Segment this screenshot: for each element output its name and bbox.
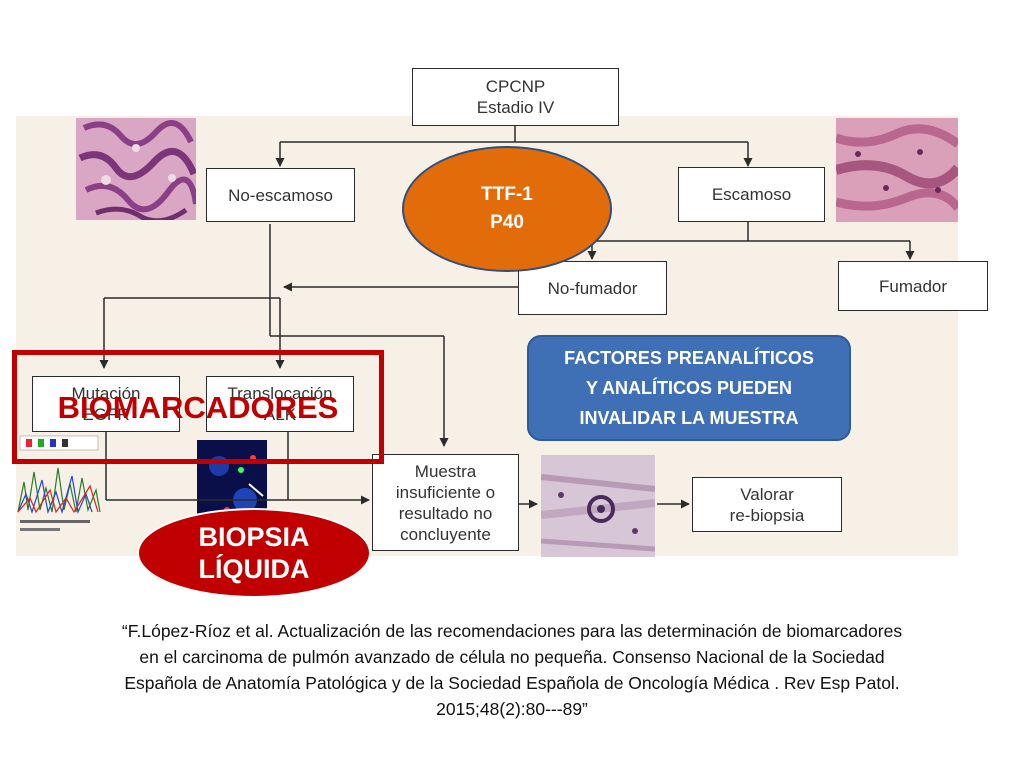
box-translocacion-line1: Translocación bbox=[227, 384, 333, 403]
box-no-fumador: No-fumador bbox=[518, 261, 667, 315]
box-muestra-line3: resultado no bbox=[398, 503, 493, 523]
box-no-fumador-label: No-fumador bbox=[547, 278, 638, 298]
warning-line1: FACTORES PREANALÍTICOS bbox=[564, 348, 814, 368]
warning-line3: INVALIDAR LA MUESTRA bbox=[579, 408, 799, 428]
box-fumador-label: Fumador bbox=[878, 276, 948, 296]
ttf1-label: TTF-1 bbox=[481, 184, 533, 205]
biomarkers-frame bbox=[12, 350, 384, 464]
box-cpcnp-line1: CPCNP bbox=[485, 77, 546, 96]
liquid-biopsy-line1: BIOPSIA bbox=[198, 522, 310, 552]
liquid-biopsy-line2: LÍQUIDA bbox=[198, 554, 310, 584]
sequencing-chromatogram bbox=[16, 432, 102, 542]
biomarkers-label: BIOMARCADORES bbox=[57, 390, 339, 425]
citation-line3: Española de Anatomía Patológica y de la … bbox=[124, 673, 900, 693]
box-muestra-line4: concluyente bbox=[400, 524, 491, 544]
box-muestra-line1: Muestra bbox=[414, 461, 477, 481]
box-fumador: Fumador bbox=[838, 261, 988, 311]
histology-image-cytology bbox=[541, 455, 655, 557]
box-muestra-line2: insuficiente o bbox=[395, 482, 496, 502]
warning-line2: Y ANALÍTICOS PUEDEN bbox=[585, 378, 793, 398]
box-mutacion-line1: Mutación bbox=[71, 384, 141, 403]
histology-image-adenocarcinoma bbox=[76, 118, 196, 220]
histology-image-squamous bbox=[836, 118, 958, 222]
box-no-escamoso-label: No-escamoso bbox=[228, 185, 333, 205]
box-cpcnp-line2: Estadio IV bbox=[476, 98, 555, 117]
box-translocacion-alk: Translocación ALK bbox=[206, 376, 354, 432]
box-no-escamoso: No-escamoso bbox=[206, 168, 355, 222]
p40-label: P40 bbox=[490, 212, 524, 233]
citation-line2: en el carcinoma de pulmón avanzado de cé… bbox=[139, 647, 885, 667]
box-escamoso-label: Escamoso bbox=[711, 185, 792, 204]
box-valorar-line1: Valorar bbox=[740, 484, 794, 504]
preanalytical-warning-box: FACTORES PREANALÍTICOS Y ANALÍTICOS PUED… bbox=[527, 335, 851, 441]
citation: “F.López-Ríoz et al. Actualización de la… bbox=[40, 618, 984, 722]
box-valorar-rebiopsia: Valorar re-biopsia bbox=[692, 477, 842, 532]
box-muestra-insuficiente: Muestra insuficiente o resultado no conc… bbox=[372, 454, 519, 551]
box-escamoso: Escamoso bbox=[678, 167, 825, 222]
citation-line1: “F.López-Ríoz et al. Actualización de la… bbox=[121, 621, 903, 641]
citation-line4: 2015;48(2):80---89” bbox=[436, 699, 588, 719]
box-mutacion-line2: EGFR bbox=[82, 405, 130, 424]
liquid-biopsy-oval: BIOPSIA LÍQUIDA bbox=[137, 508, 371, 598]
box-translocacion-line2: ALK bbox=[263, 405, 297, 424]
box-mutacion-egfr: Mutación EGFR bbox=[32, 376, 180, 432]
ttf1-p40-oval: TTF-1 P40 bbox=[402, 146, 612, 272]
box-valorar-line2: re-biopsia bbox=[729, 505, 805, 525]
box-cpcnp-stage-iv: CPCNP Estadio IV bbox=[412, 68, 619, 126]
